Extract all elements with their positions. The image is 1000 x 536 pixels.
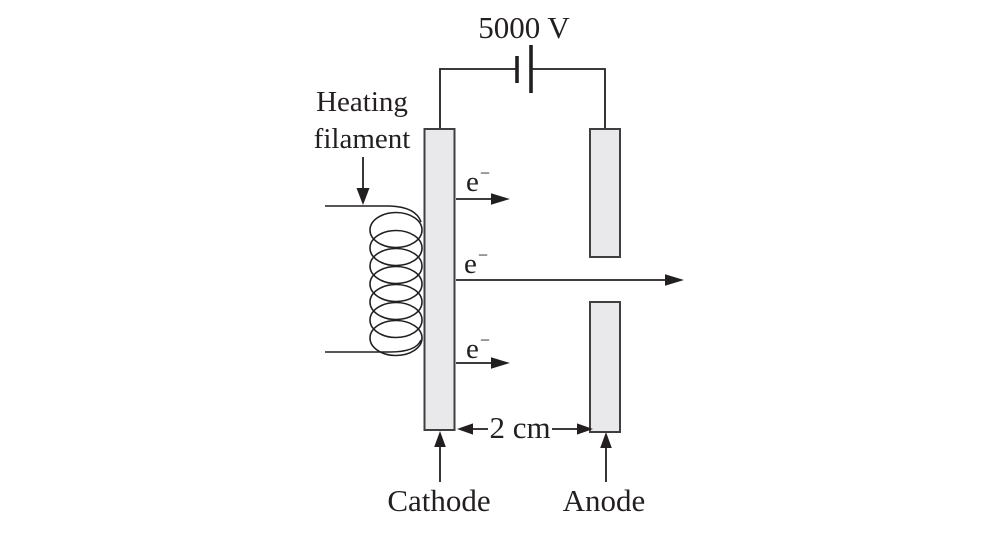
arrow-heads (356, 188, 684, 448)
coil-loop (369, 247, 423, 285)
coil-loop (369, 301, 423, 339)
circuit-wire-right (531, 68, 606, 130)
coil-loop (369, 319, 423, 357)
gap-dimension-right-head (577, 423, 593, 435)
gap-dimension-left-head (457, 423, 473, 435)
filament-coil-icon (325, 205, 423, 357)
filament-lead-bottom (325, 339, 422, 353)
gap-distance-label: 2 cm (489, 410, 551, 445)
voltage-label: 5000 V (478, 10, 570, 45)
anode-label: Anode (562, 483, 646, 518)
electron-symbol: e (466, 166, 479, 198)
electron-symbol: e (466, 333, 479, 365)
coil-loop (369, 211, 423, 249)
cathode-label: Cathode (387, 483, 491, 518)
heating-filament-label-line1: Heating (316, 86, 408, 118)
anode-lower-plate (589, 301, 621, 433)
electron-label-1: e− (466, 164, 490, 197)
battery-icon (515, 45, 533, 93)
electron-charge-sign: − (479, 330, 491, 350)
circuit-wire-left (439, 68, 517, 130)
coil-loop (369, 283, 423, 321)
arrow-shafts (362, 157, 667, 482)
electron-charge-sign: − (479, 163, 491, 183)
heating-filament-label-line2: filament (313, 123, 411, 155)
filament-pointer-head (356, 188, 370, 205)
filament-lead-top (325, 205, 422, 223)
electron-arrow-bottom-head (491, 357, 510, 369)
heating-filament-label: Heating filament (314, 84, 411, 158)
plates (423, 128, 621, 433)
electron-arrow-top-head (491, 193, 510, 205)
anode-pointer-head (600, 432, 612, 448)
anode-upper-plate (589, 128, 621, 258)
electron-beam-head (665, 274, 684, 286)
coil-loop (369, 229, 423, 267)
electron-symbol: e (464, 248, 477, 280)
electron-label-2: e− (464, 246, 488, 279)
coil-loop (369, 265, 423, 303)
cathode-plate (423, 128, 456, 431)
cathode-pointer-head (434, 431, 446, 447)
electron-label-3: e− (466, 331, 490, 364)
electron-charge-sign: − (477, 245, 489, 265)
circuit-wires (439, 68, 606, 130)
